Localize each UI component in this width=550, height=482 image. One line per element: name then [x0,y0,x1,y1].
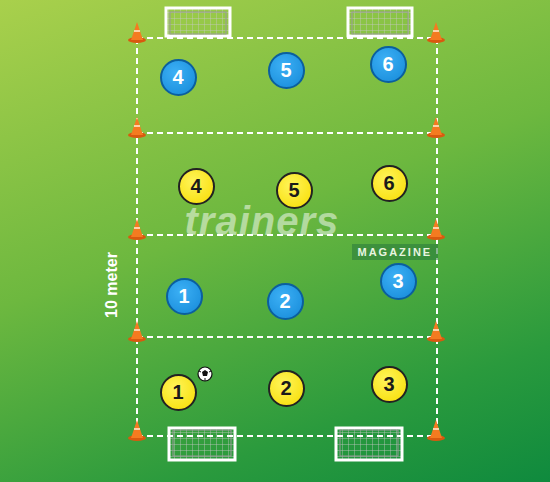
yellow-player: 3 [371,366,408,403]
watermark: MAGAZINE [352,244,439,260]
player-number: 1 [178,286,189,306]
player-number: 2 [280,378,291,398]
ball [198,367,212,381]
player-number: 3 [383,374,394,394]
player-number: 5 [280,60,291,80]
cone [128,22,146,43]
yellow-player: 2 [268,370,305,407]
player-number: 6 [383,173,394,193]
yellow-player: 4 [178,168,215,205]
cone [427,321,445,342]
player-number: 2 [279,291,290,311]
player-number: 6 [382,54,393,74]
player-number: 3 [392,271,403,291]
zone-lines [137,38,437,436]
watermark: trainers [185,205,340,237]
blue-player: 6 [370,46,407,83]
cone [128,420,146,441]
player-number: 1 [172,382,183,402]
blue-player: 2 [267,283,304,320]
cone [128,321,146,342]
blue-player: 4 [160,59,197,96]
cone [427,420,445,441]
dimension-label: 10 meter [103,252,121,318]
yellow-player: 1 [160,374,197,411]
zone-line [137,38,437,436]
goals [166,8,412,460]
side-line [137,38,437,436]
blue-player: 3 [380,263,417,300]
player-number: 4 [172,67,183,87]
cone [427,22,445,43]
cone [427,219,445,240]
player-number: 5 [288,180,299,200]
yellow-player: 6 [371,165,408,202]
goal [336,428,402,460]
blue-player: 5 [268,52,305,89]
blue-player: 1 [166,278,203,315]
cone [427,117,445,138]
player-number: 4 [190,176,201,196]
goal [169,428,235,460]
goal [166,8,230,36]
cone [128,219,146,240]
goal [348,8,412,36]
yellow-player: 5 [276,172,313,209]
cones [128,22,445,441]
cone [128,117,146,138]
